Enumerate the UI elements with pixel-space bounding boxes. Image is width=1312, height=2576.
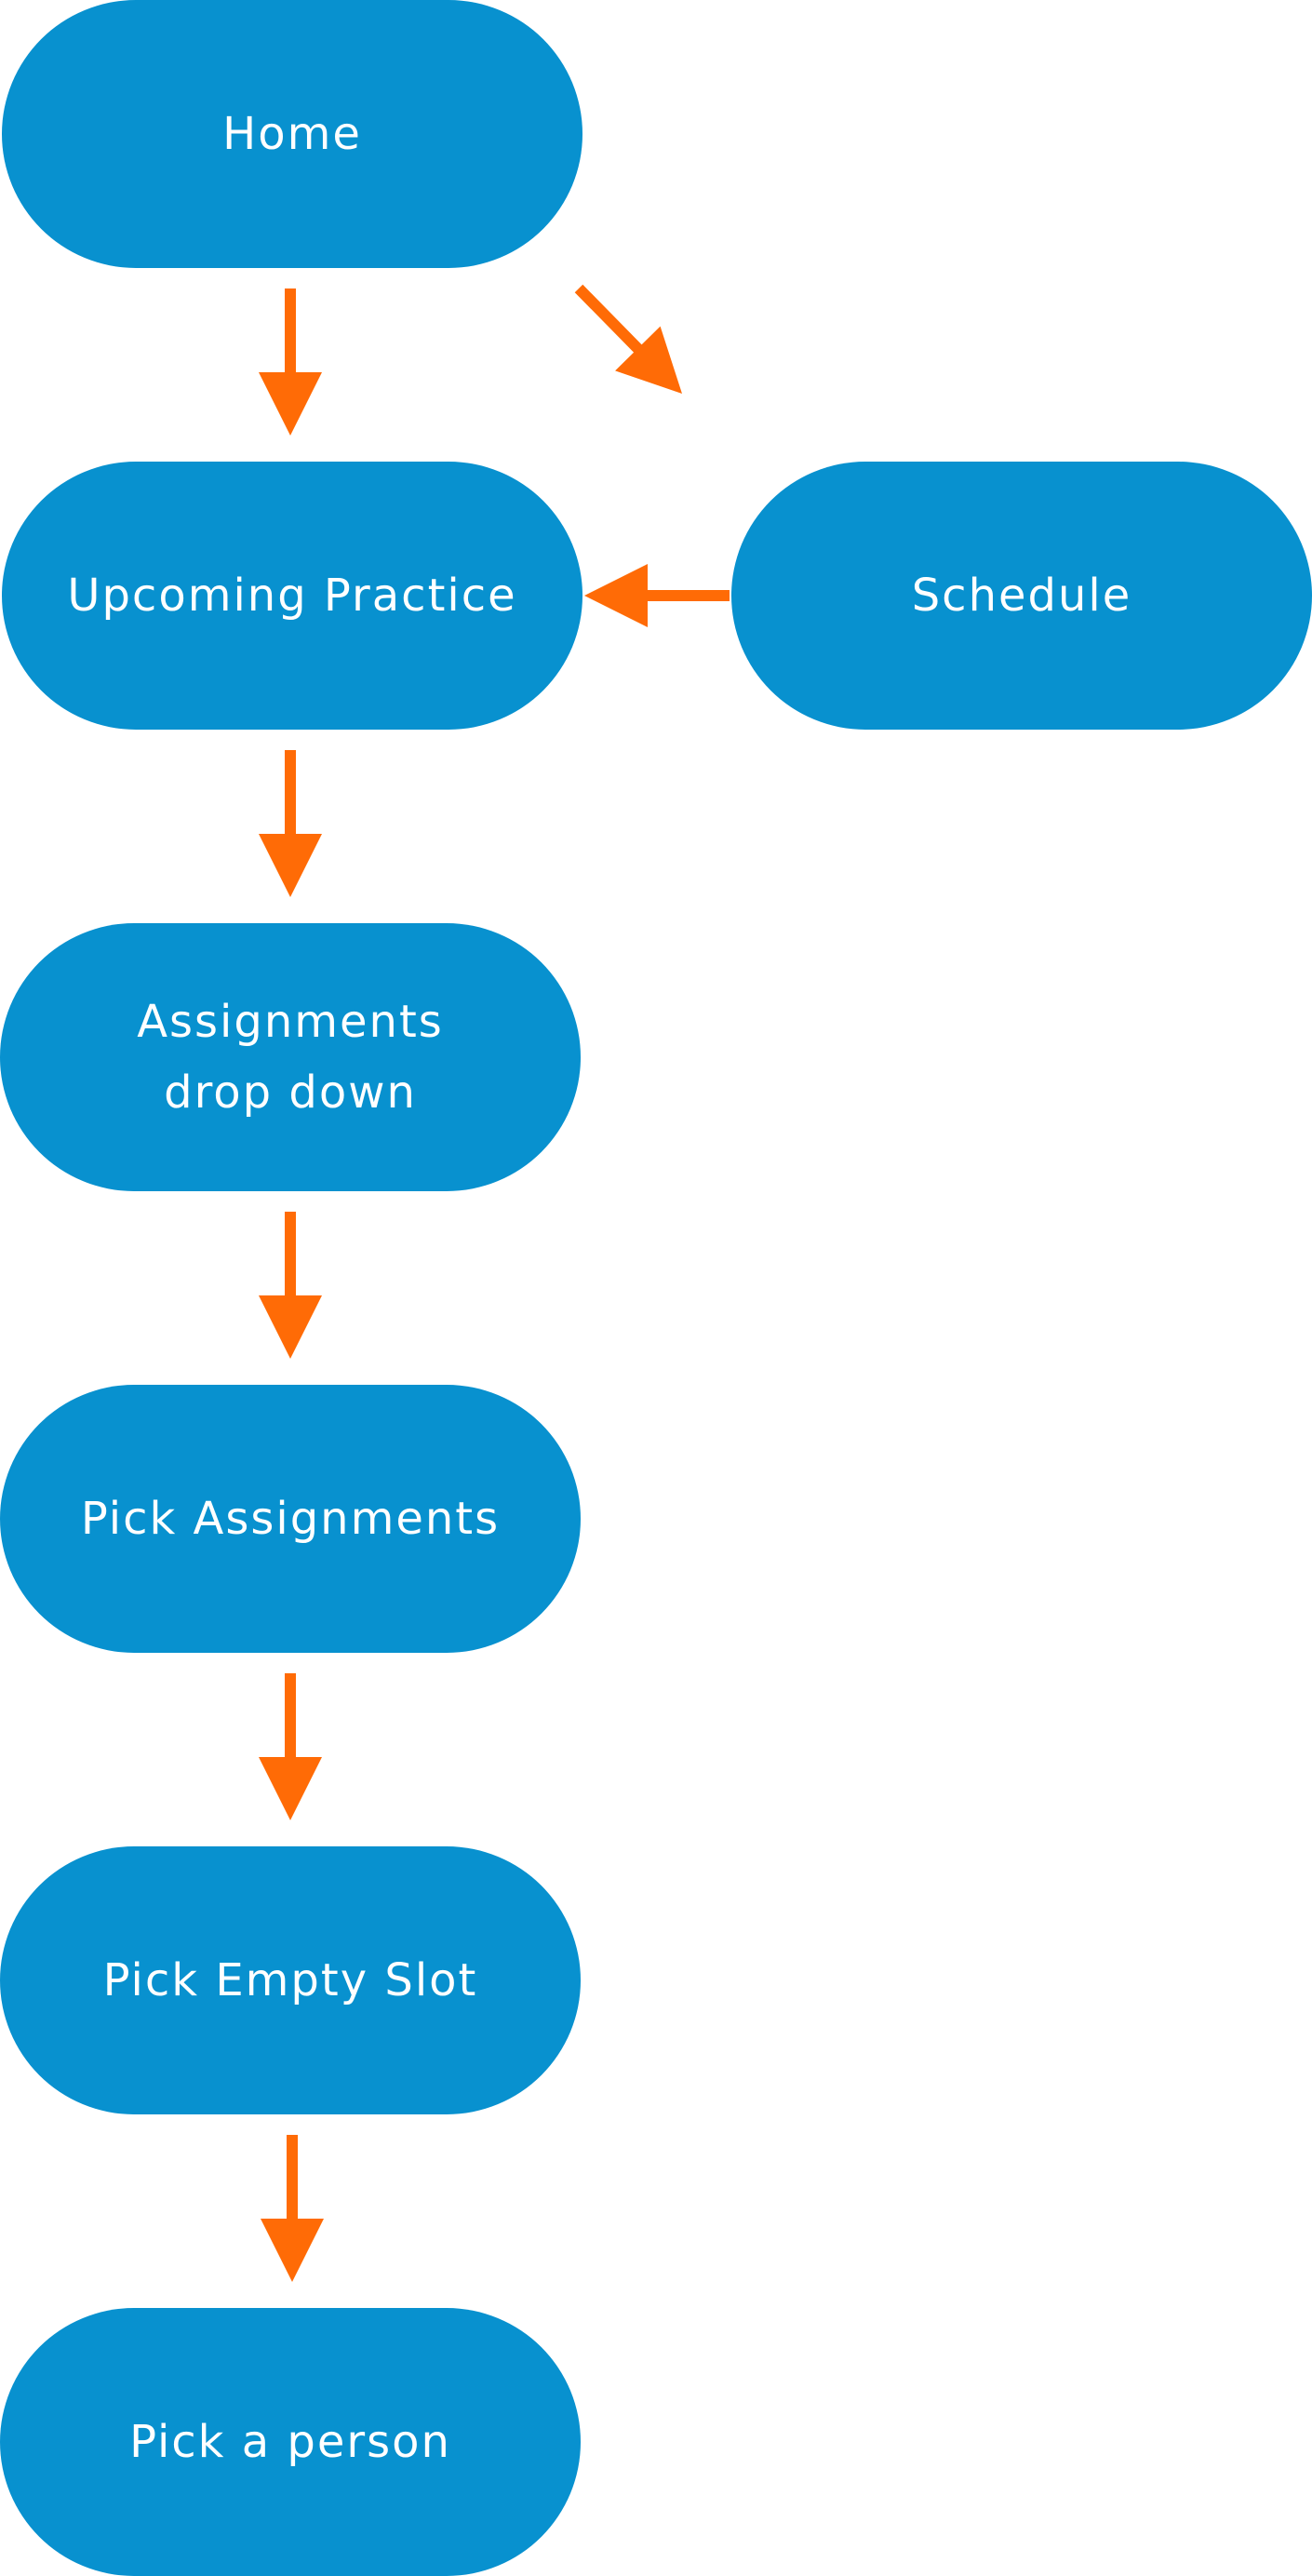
flow-edge-pick-assignments-to-pick-empty-slot [259,1673,322,1820]
arrow-shaft [574,284,644,355]
flow-node-upcoming-practice: Upcoming Practice [2,462,582,730]
flow-node-pick-a-person: Pick a person [0,2308,581,2576]
flow-edge-assignments-drop-down-to-pick-assignments [259,1212,322,1359]
flow-edge-upcoming-practice-to-assignments-drop-down [259,750,322,897]
node-label: Home [222,108,362,160]
flow-node-home: Home [2,0,582,268]
node-pill [2,0,582,268]
node-pill [0,1846,581,2114]
node-label: drop down [164,1067,417,1119]
arrow-head [259,372,322,436]
node-pill [0,923,581,1191]
node-label: Upcoming Practice [67,570,516,622]
node-pill [731,462,1312,730]
node-pill [2,462,582,730]
arrow-head [259,1757,322,1820]
flow-node-pick-assignments: Pick Assignments [0,1385,581,1653]
arrow-head [615,326,682,394]
node-label: Pick a person [129,2416,451,2468]
flow-node-schedule: Schedule [731,462,1312,730]
node-label: Pick Empty Slot [103,1954,478,2006]
arrow-head [259,1295,322,1359]
flow-edge-home-to-schedule [574,284,682,394]
node-label: Assignments [137,996,444,1048]
node-pill [0,1385,581,1653]
flow-edge-schedule-to-upcoming-practice [584,564,730,627]
flowchart-edges [259,284,730,2282]
node-pill [0,2308,581,2576]
arrow-head [261,2219,324,2282]
flow-edge-pick-empty-slot-to-pick-a-person [261,2135,324,2282]
arrow-head [584,564,648,627]
flow-node-assignments-drop-down: Assignments drop down [0,923,581,1191]
node-label: Schedule [912,570,1132,622]
flow-edge-home-to-upcoming-practice [259,288,322,436]
flow-node-pick-empty-slot: Pick Empty Slot [0,1846,581,2114]
arrow-head [259,834,322,897]
node-label: Pick Assignments [81,1493,500,1545]
